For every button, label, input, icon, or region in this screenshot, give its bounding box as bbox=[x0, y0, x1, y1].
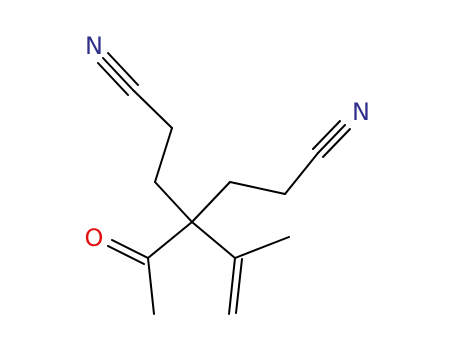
chain-right-bond-3 bbox=[284, 152, 319, 195]
nitrile-right-triple-bond bbox=[312, 120, 351, 158]
chain-right-bond-1 bbox=[191, 181, 231, 223]
nitrile-top-triple-bond bbox=[97, 52, 139, 96]
nitrogen-atom-label-top: N bbox=[85, 32, 103, 60]
chain-top-bond-1 bbox=[132, 89, 173, 129]
nitrogen-atom-label-right: N bbox=[352, 98, 370, 126]
acetyl-methyl-bond bbox=[147, 257, 155, 315]
quaternary-to-carbonyl-bond bbox=[147, 221, 193, 259]
chain-top-bond-3 bbox=[154, 181, 193, 223]
terminal-alkene-double-bond bbox=[228, 257, 243, 315]
carbonyl-double-bond bbox=[107, 239, 149, 265]
vinyl-methyl-bond bbox=[234, 236, 290, 259]
quaternary-to-vinyl-bond bbox=[191, 221, 236, 259]
chain-top-bond-2 bbox=[154, 127, 173, 183]
oxygen-atom-label: O bbox=[85, 224, 104, 252]
chain-right-bond-2 bbox=[229, 181, 286, 195]
